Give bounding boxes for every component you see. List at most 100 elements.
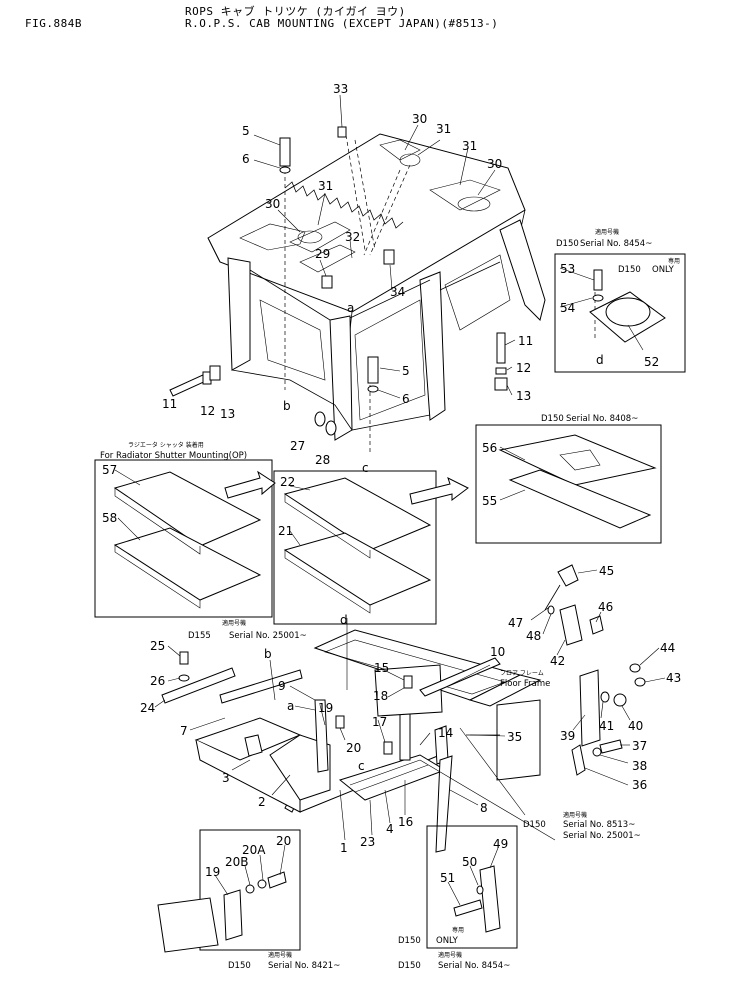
note-8454-top-serial: Serial No. 8454~ <box>580 239 652 249</box>
callout-46: 46 <box>598 600 613 614</box>
callout-20B: 20B <box>225 855 249 869</box>
note-8454-bot-jp: 適用号機 <box>438 951 462 959</box>
note-only-bot-jp: 専用 <box>452 926 464 934</box>
leader-lines <box>114 94 666 906</box>
callout-6a: 6 <box>242 152 250 166</box>
callout-32: 32 <box>345 230 360 244</box>
note-8454-top-jp: 適用号機 <box>595 228 619 236</box>
callout-12a: 12 <box>200 404 215 418</box>
callout-39: 39 <box>560 729 575 743</box>
callout-19a: 19 <box>318 701 333 715</box>
note-8421-jp: 適用号機 <box>268 951 292 959</box>
note-8513-jp: 適用号機 <box>563 811 587 819</box>
note-25001-serial: Serial No. 25001~ <box>229 631 307 641</box>
callout-11a: 11 <box>162 397 177 411</box>
callout-30c: 30 <box>265 197 280 211</box>
note-8408-serial: Serial No. 8408~ <box>566 414 638 424</box>
callout-43: 43 <box>666 671 681 685</box>
callout-3: 3 <box>222 771 230 785</box>
callout-12b: 12 <box>516 361 531 375</box>
title-japanese: ROPS キャブ トリツケ (カイガイ ヨウ) <box>185 5 406 18</box>
floor-plate-radiator-inset <box>94 459 273 618</box>
note-only-top-model: D150 <box>618 265 641 275</box>
callout-10: 10 <box>490 645 505 659</box>
callout-55: 55 <box>482 494 497 508</box>
callout-48: 48 <box>526 629 541 643</box>
callout-51: 51 <box>440 871 455 885</box>
page-title: R.O.P.S. CAB MOUNTING (EXCEPT JAPAN)(#85… <box>185 17 499 30</box>
callout-15: 15 <box>374 661 389 675</box>
callout-31a: 31 <box>436 122 451 136</box>
callout-7: 7 <box>180 724 188 738</box>
callout-24: 24 <box>140 701 155 715</box>
note-25001-model: D155 <box>188 631 211 641</box>
callout-37: 37 <box>632 739 647 753</box>
callout-13a: 13 <box>220 407 235 421</box>
callout-1: 1 <box>340 841 348 855</box>
note-8513-model: D150 <box>523 820 546 830</box>
callout-30b: 30 <box>487 157 502 171</box>
callout-9: 9 <box>278 679 286 693</box>
note-floor-jp: フロア フレーム <box>500 670 544 677</box>
note-25001-jp: 適用号機 <box>222 619 246 627</box>
callout-33: 33 <box>333 82 348 96</box>
callout-4: 4 <box>386 822 394 836</box>
callout-57: 57 <box>102 463 117 477</box>
rops-cab-drawing <box>169 126 596 455</box>
callout-d2: d <box>340 613 348 627</box>
callout-47: 47 <box>508 616 523 630</box>
callout-8: 8 <box>480 801 488 815</box>
serial-notes: 適用号機 D150 Serial No. 8454~ 専用 D150 ONLY … <box>100 228 680 971</box>
callout-13b: 13 <box>516 389 531 403</box>
callout-19b: 19 <box>205 865 220 879</box>
callout-11b: 11 <box>518 334 533 348</box>
callout-2: 2 <box>258 795 266 809</box>
callout-23: 23 <box>360 835 375 849</box>
callout-a1: a <box>347 301 354 315</box>
callout-58: 58 <box>102 511 117 525</box>
note-floor: Floor Frame <box>500 679 550 689</box>
callout-31b: 31 <box>462 139 477 153</box>
note-only-top-jp: 専用 <box>668 257 680 265</box>
note-8408-model: D150 <box>541 414 564 424</box>
callout-53: 53 <box>560 262 575 276</box>
isolator-mount-inset <box>554 253 686 373</box>
callout-30a: 30 <box>412 112 427 126</box>
floor-frame-drawing <box>161 629 542 853</box>
callout-c1: c <box>362 461 369 475</box>
note-8454-bot-model: D150 <box>398 961 421 971</box>
callout-31c: 31 <box>318 179 333 193</box>
callout-26: 26 <box>150 674 165 688</box>
callout-20A: 20A <box>242 843 266 857</box>
bottom-center-inset <box>426 825 518 949</box>
callout-54: 54 <box>560 301 575 315</box>
note-radiator: For Radiator Shutter Mounting(OP) <box>100 451 247 461</box>
callout-16: 16 <box>398 815 413 829</box>
callout-56: 56 <box>482 441 497 455</box>
note-8513-serial-b: Serial No. 25001~ <box>563 831 641 841</box>
note-only-top: ONLY <box>652 265 675 275</box>
bottom-left-inset <box>157 829 301 953</box>
note-only-bot-model: D150 <box>398 936 421 946</box>
callout-20b: 20 <box>276 834 291 848</box>
callout-17: 17 <box>372 715 387 729</box>
callout-45: 45 <box>599 564 614 578</box>
callout-20a: 20 <box>346 741 361 755</box>
callout-27: 27 <box>290 439 305 453</box>
callout-29: 29 <box>315 247 330 261</box>
callout-14: 14 <box>438 726 453 740</box>
callout-21: 21 <box>278 524 293 538</box>
callout-22: 22 <box>280 475 295 489</box>
callout-49: 49 <box>493 837 508 851</box>
callout-6b: 6 <box>402 392 410 406</box>
callout-a2: a <box>287 699 294 713</box>
callout-d1: d <box>596 353 604 367</box>
callout-50: 50 <box>462 855 477 869</box>
callout-52: 52 <box>644 355 659 369</box>
callout-42: 42 <box>550 654 565 668</box>
note-radiator-jp: ラジエータ シャッタ 装着用 <box>128 441 204 449</box>
callout-b2: b <box>264 647 272 661</box>
callout-b1: b <box>283 399 291 413</box>
